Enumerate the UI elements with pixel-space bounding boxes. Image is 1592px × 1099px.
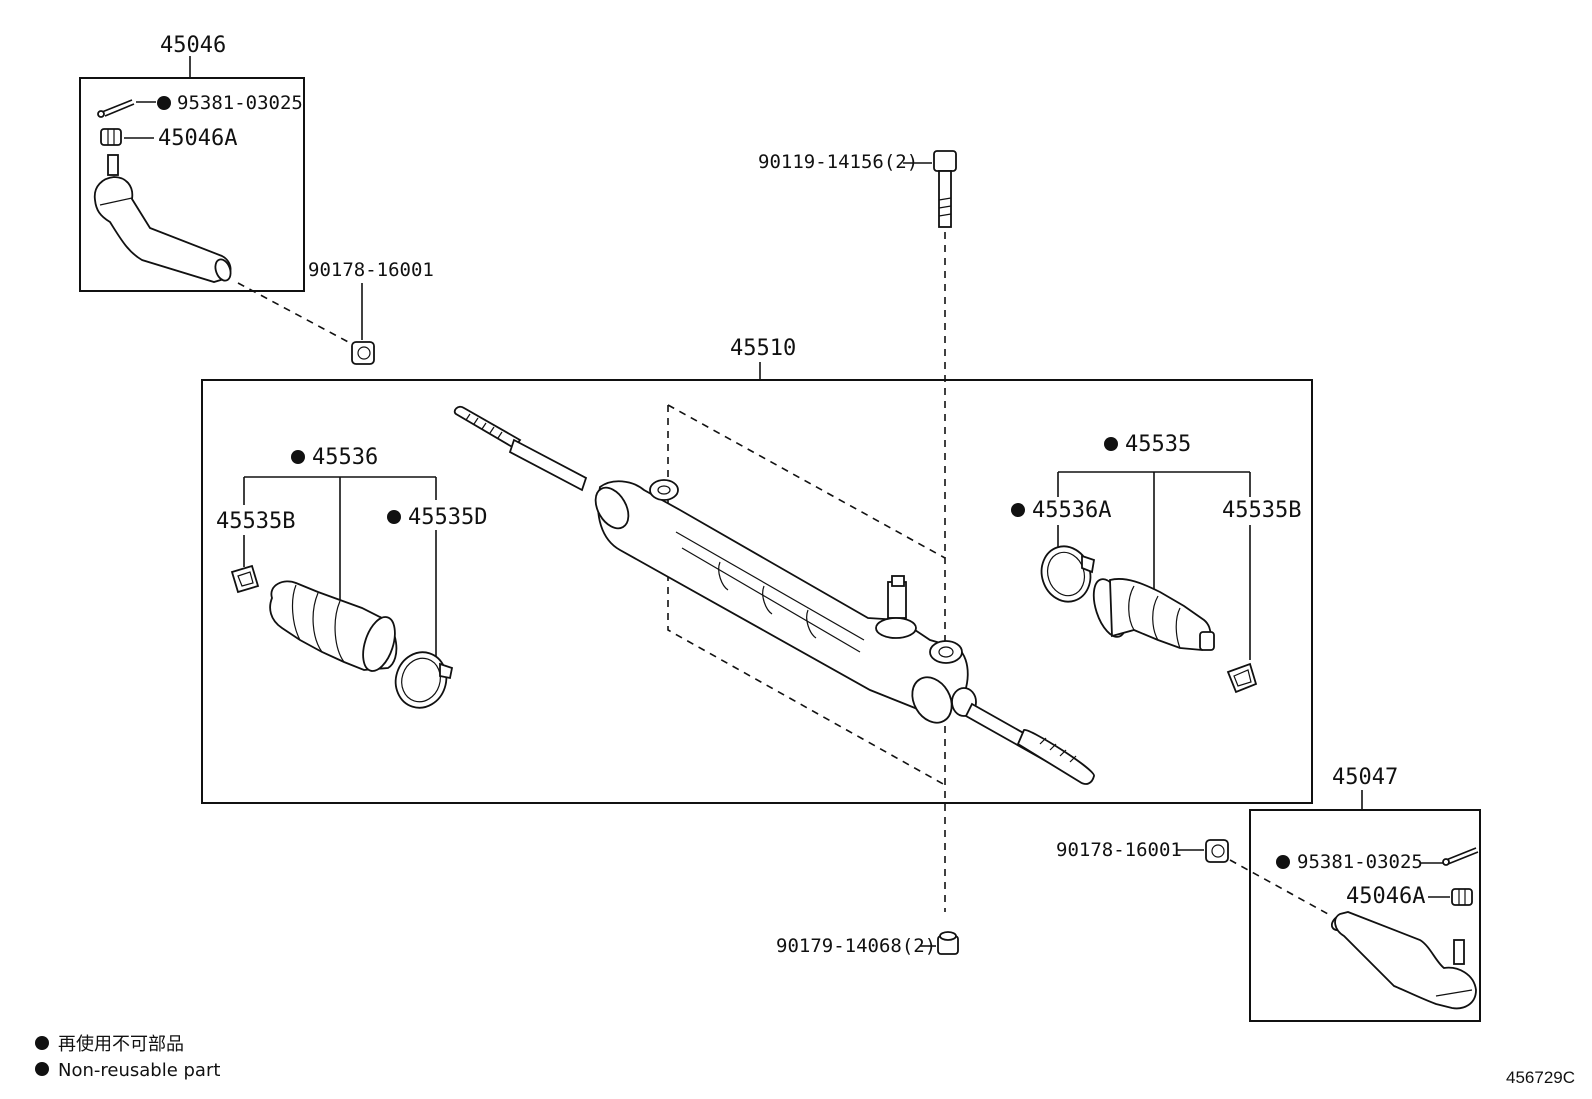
- boot-rh-icon: [1092, 578, 1215, 651]
- clip-rh-icon: [1226, 662, 1258, 694]
- cotter-pin-bottom-icon: [1442, 847, 1479, 866]
- legend-text-en: Non-reusable part: [58, 1060, 220, 1081]
- flange-nut-bottom-icon: [937, 931, 959, 955]
- non-reusable-dot: [387, 510, 401, 524]
- clip-lh-icon: [230, 564, 260, 594]
- tie-rod-end-lh-icon: [93, 154, 232, 283]
- diagram-code: 456729C: [1506, 1068, 1575, 1087]
- label-45047: 45047: [1332, 765, 1398, 790]
- steering-rack-box: [201, 379, 1313, 804]
- label-45046: 45046: [160, 33, 226, 58]
- legend-text-jp: 再使用不可部品: [58, 1034, 184, 1055]
- tie-rod-end-lh-group: 45046 95381-03025 45046A: [79, 33, 305, 292]
- non-reusable-dot: [157, 96, 171, 110]
- label-90178-16001-right: 90178-16001: [1056, 839, 1182, 861]
- label-45535B-left: 45535B: [216, 509, 295, 534]
- legend: 再使用不可部品 Non-reusable part: [35, 1034, 220, 1081]
- label-90119-14156: 90119-14156(2): [758, 151, 918, 173]
- label-45510: 45510: [730, 336, 796, 361]
- tie-rod-end-rh-box: [1249, 809, 1481, 1022]
- label-45535: 45535: [1125, 432, 1191, 457]
- non-reusable-dot: [1104, 437, 1118, 451]
- castle-nut-bottom-icon: [1451, 888, 1473, 906]
- label-45535D: 45535D: [408, 505, 487, 530]
- non-reusable-dot: [1011, 503, 1025, 517]
- clamp-rh-icon: [1040, 545, 1096, 603]
- tie-rod-end-rh-icon: [1330, 911, 1477, 1010]
- boot-lh-icon: [269, 580, 398, 672]
- label-45046A-top: 45046A: [158, 126, 237, 151]
- label-90178-16001-left: 90178-16001: [308, 259, 434, 281]
- cotter-pin-top-icon: [97, 99, 135, 118]
- label-45536A: 45536A: [1032, 498, 1111, 523]
- tie-rod-end-lh-box: [79, 77, 305, 292]
- clamp-lh-icon: [394, 651, 454, 709]
- label-95381-03025-bottom: 95381-03025: [1297, 851, 1423, 873]
- legend-dot-en: [35, 1062, 49, 1076]
- label-45536: 45536: [312, 445, 378, 470]
- label-45046A-bottom: 45046A: [1346, 884, 1425, 909]
- non-reusable-dot: [291, 450, 305, 464]
- flange-nut-right-icon: [1205, 839, 1229, 863]
- flange-nut-left-icon: [351, 341, 375, 365]
- non-reusable-dot: [1276, 855, 1290, 869]
- bolt-icon: [933, 150, 957, 228]
- legend-dot-jp: [35, 1036, 49, 1050]
- castle-nut-top-icon: [100, 128, 122, 146]
- label-90179-14068: 90179-14068(2): [776, 935, 936, 957]
- label-95381-03025-top: 95381-03025: [177, 92, 303, 114]
- label-45535B-right: 45535B: [1222, 498, 1301, 523]
- steering-rack-icon: [453, 405, 1095, 785]
